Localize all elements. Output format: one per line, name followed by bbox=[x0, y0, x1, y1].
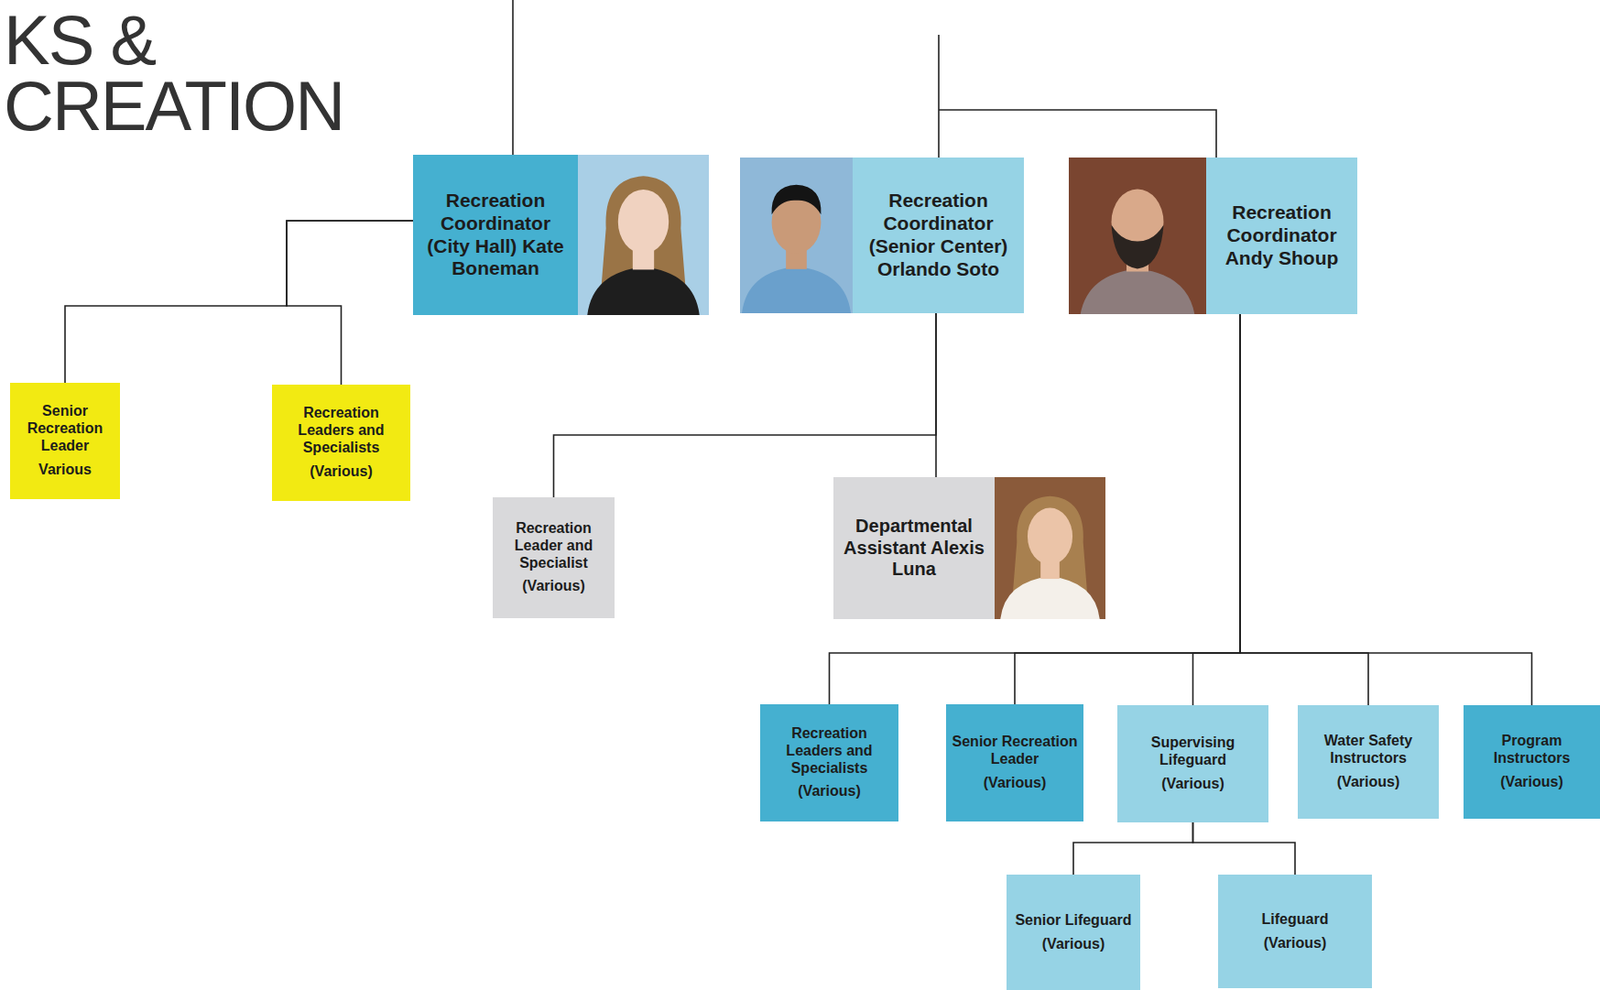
photo-frame bbox=[994, 477, 1106, 620]
role-text: Water Safety Instructors bbox=[1302, 732, 1435, 768]
org-connector bbox=[829, 314, 1241, 705]
photo-background bbox=[1068, 157, 1207, 315]
photo-background bbox=[994, 477, 1106, 620]
staff-box: Recreation Coordinator (City Hall) Kate … bbox=[413, 154, 709, 316]
chart-title: KS & CREATION bbox=[3, 7, 389, 140]
org-connector bbox=[1240, 314, 1533, 706]
role-box: Lifeguard (Various) bbox=[1218, 874, 1372, 989]
org-connector bbox=[65, 220, 414, 383]
role-text: Lifeguard bbox=[1262, 911, 1329, 929]
role-text: Recreation Leaders and Specialists bbox=[276, 404, 406, 458]
role-text: (Various) bbox=[1042, 936, 1105, 954]
role-text: Senior Lifeguard bbox=[1014, 912, 1132, 930]
text-area: Recreation Coordinator (City Hall) Kate … bbox=[413, 154, 578, 316]
photo-frame bbox=[577, 154, 709, 316]
text-area: Departmental Assistant Alexis Luna bbox=[833, 477, 995, 620]
role-text: (Various) bbox=[1161, 775, 1224, 794]
role-text: Recreation Coordinator (City Hall) Kate … bbox=[418, 189, 573, 281]
photo-background bbox=[577, 154, 709, 316]
role-box: Senior Lifeguard (Various) bbox=[1006, 874, 1141, 990]
shoulders bbox=[741, 266, 851, 314]
face bbox=[1027, 508, 1073, 566]
face bbox=[618, 189, 669, 254]
role-box: Program Instructors (Various) bbox=[1463, 705, 1600, 819]
portrait-photo bbox=[740, 157, 853, 314]
role-box: Senior Recreation Leader (Various) bbox=[946, 704, 1084, 822]
photo-frame bbox=[740, 157, 853, 314]
parent-line bbox=[938, 109, 1217, 158]
role-text: (Various) bbox=[1500, 773, 1563, 792]
role-text: Recreation Leader and Specialist bbox=[497, 520, 610, 573]
role-text: Senior Recreation Leader bbox=[14, 402, 116, 456]
role-text: (Various) bbox=[309, 463, 372, 481]
role-text: Recreation Coordinator Andy Shoup bbox=[1211, 201, 1352, 270]
photo-frame bbox=[1068, 157, 1207, 315]
role-text: Supervising Lifeguard bbox=[1121, 734, 1264, 770]
portrait-photo bbox=[994, 477, 1106, 620]
parent-line bbox=[511, 0, 514, 155]
hair bbox=[772, 185, 822, 216]
role-text: Departmental Assistant Alexis Luna bbox=[838, 515, 990, 581]
org-connector bbox=[554, 313, 937, 498]
photo-background bbox=[740, 157, 853, 314]
portrait-photo bbox=[1068, 157, 1207, 315]
org-connector bbox=[1014, 314, 1241, 705]
role-text: (Various) bbox=[1337, 773, 1400, 792]
role-text: (Various) bbox=[1263, 935, 1327, 953]
org-connector bbox=[1240, 314, 1369, 706]
portrait-photo bbox=[577, 154, 709, 316]
role-box: Water Safety Instructors (Various) bbox=[1297, 705, 1439, 819]
role-text: Recreation Leaders and Specialists bbox=[764, 725, 894, 778]
staff-box: Departmental Assistant Alexis Luna bbox=[833, 477, 1106, 620]
role-text: Various bbox=[38, 461, 92, 479]
org-connector bbox=[1193, 314, 1241, 706]
parent-line bbox=[937, 34, 940, 158]
org-connector bbox=[935, 313, 937, 478]
role-box: Recreation Leader and Specialist (Various… bbox=[492, 497, 615, 619]
org-connector bbox=[286, 220, 414, 385]
role-text: Recreation Coordinator (Senior Center) O… bbox=[858, 189, 1019, 281]
role-box: Recreation Leaders and Specialists (Vario… bbox=[760, 704, 899, 822]
staff-box: Recreation Coordinator (Senior Center) O… bbox=[740, 157, 1024, 314]
role-box: Supervising Lifeguard (Various) bbox=[1117, 705, 1269, 823]
shoulders bbox=[1079, 269, 1196, 316]
beard bbox=[1111, 225, 1165, 270]
role-text: (Various) bbox=[983, 774, 1046, 793]
role-box: Recreation Leaders and Specialists (Vario… bbox=[272, 384, 411, 501]
shoulders bbox=[587, 267, 700, 316]
org-connector bbox=[1193, 822, 1296, 875]
role-text: Program Instructors bbox=[1468, 732, 1596, 768]
role-box: Senior Recreation LeaderVarious bbox=[10, 382, 120, 500]
staff-box: Recreation Coordinator Andy Shoup bbox=[1068, 157, 1358, 315]
role-text: Senior Recreation Leader bbox=[950, 733, 1079, 769]
role-text: (Various) bbox=[522, 577, 585, 596]
text-area: Recreation Coordinator (Senior Center) O… bbox=[852, 157, 1024, 314]
shoulders bbox=[1000, 576, 1100, 621]
role-text: (Various) bbox=[797, 783, 860, 801]
org-connector bbox=[1073, 822, 1194, 875]
text-area: Recreation Coordinator Andy Shoup bbox=[1206, 157, 1358, 315]
